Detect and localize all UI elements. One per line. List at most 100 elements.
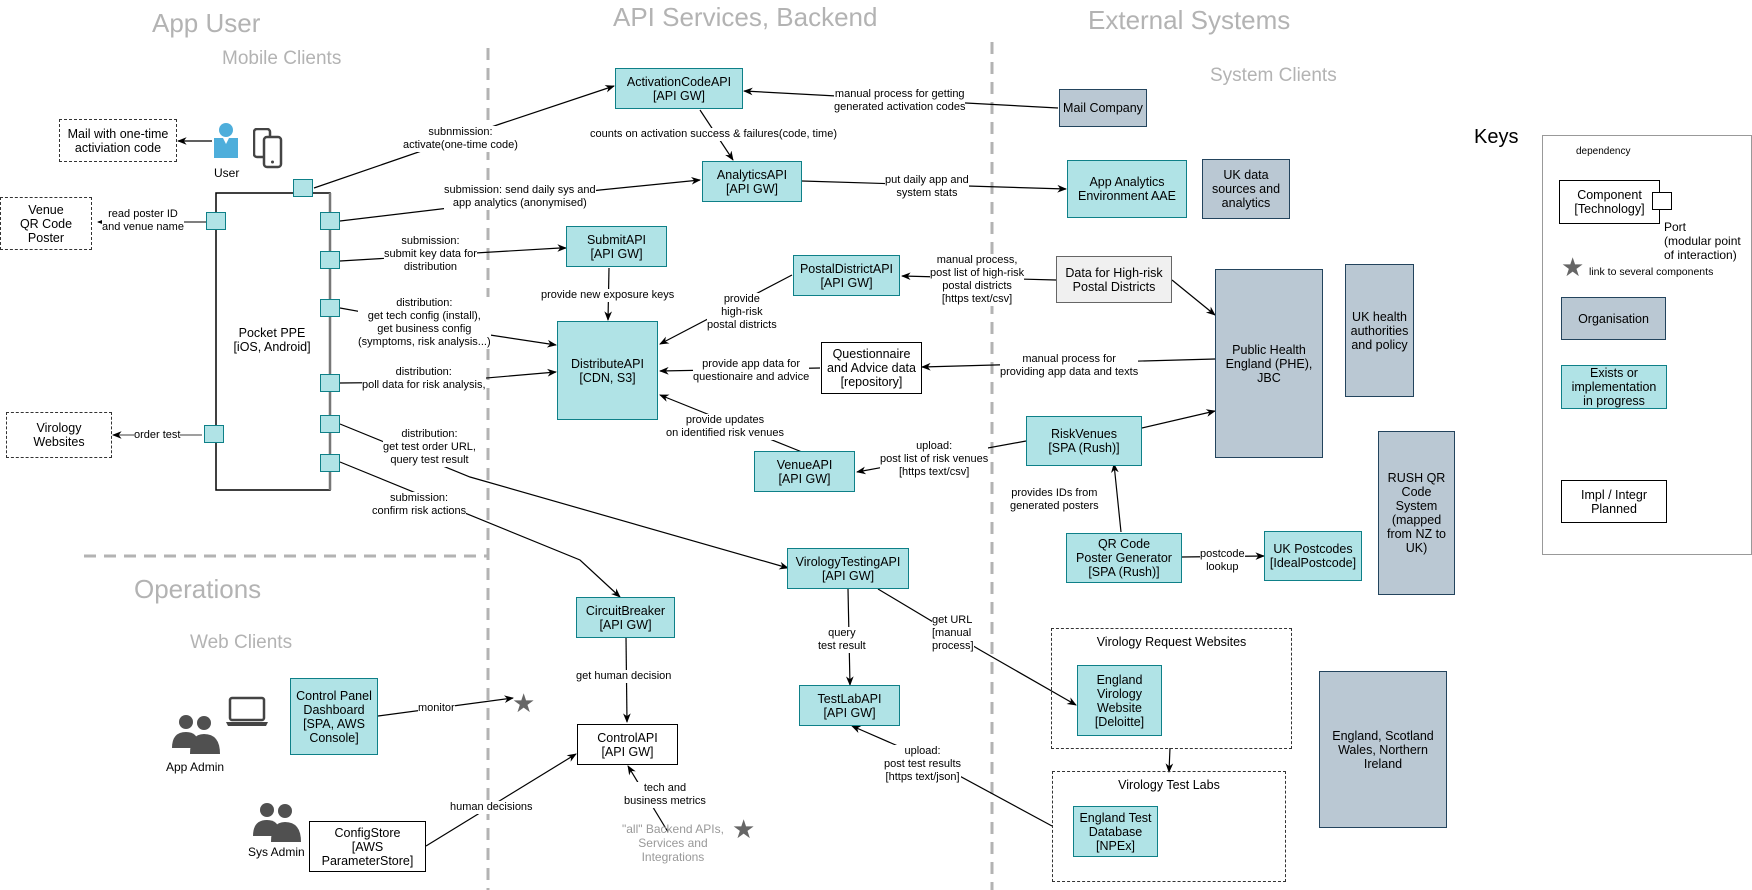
port-test-order <box>320 415 340 433</box>
venue-qr-poster: Venue QR Code Poster <box>0 197 92 250</box>
edge-label-confirm-risk: submission: confirm risk actions <box>372 492 467 518</box>
edge-label-new-keys: provide new exposure keys <box>541 289 675 302</box>
edge-label-order-test: order test <box>134 429 181 442</box>
key-port <box>1652 192 1672 210</box>
pocket-ppe-app[interactable]: Pocket PPE [iOS, Android] <box>233 326 311 354</box>
circuit-breaker[interactable]: CircuitBreaker [API GW] <box>576 597 675 638</box>
uk-postcodes: UK Postcodes [IdealPostcode] <box>1264 531 1362 581</box>
edge-label-submit-keys: submission: submit key data for distribu… <box>384 235 477 274</box>
edge-label-metrics: tech and business metrics <box>624 782 706 808</box>
sys-admin-icon <box>253 803 301 842</box>
user-label: User <box>214 166 240 180</box>
app-admin-icon <box>172 715 220 754</box>
edge-label-get-url: get URL [manual process] <box>932 614 974 653</box>
high-risk-postal-data: Data for High-risk Postal Districts <box>1056 256 1172 303</box>
user-icon <box>214 123 238 158</box>
questionnaire-advice-data[interactable]: Questionnaire and Advice data [repositor… <box>821 342 922 394</box>
uk-health-authorities: UK health authorities and policy <box>1345 264 1414 397</box>
edge-label-put-stats: put daily app and system stats <box>885 174 969 200</box>
venue-api[interactable]: VenueAPI [API GW] <box>754 451 855 492</box>
edge-label-human-decision: get human decision <box>576 670 672 683</box>
section-external-systems: External Systems <box>1088 5 1291 35</box>
mail-company: Mail Company <box>1059 89 1147 127</box>
port-config <box>320 299 340 317</box>
star-link-icon-monitor: ★ <box>512 688 536 718</box>
edge-label-send-analytics: submission: send daily sys and app analy… <box>444 184 596 210</box>
virology-request-websites-group: Virology Request Websites <box>1051 628 1292 749</box>
activation-code-api[interactable]: ActivationCodeAPI [API GW] <box>615 68 743 109</box>
edge-label-phe-manual: manual process for providing app data an… <box>1000 353 1139 379</box>
section-api-backend: API Services, Backend <box>613 2 878 32</box>
key-organisation: Organisation <box>1561 297 1666 340</box>
section-system-clients: System Clients <box>1210 65 1337 86</box>
port-analytics <box>320 212 340 230</box>
key-port-label: Port (modular point of interaction) <box>1664 220 1741 262</box>
edge-label-postal-manual: manual process, post list of high-risk p… <box>930 254 1025 306</box>
edge-label-monitor: monitor <box>418 702 455 715</box>
test-lab-api[interactable]: TestLabAPI [API GW] <box>799 685 900 726</box>
virology-test-labs-title: Virology Test Labs <box>1118 778 1220 792</box>
edge-label-get-config: distribution: get tech config (install),… <box>358 297 491 349</box>
virology-request-websites-title: Virology Request Websites <box>1096 635 1247 649</box>
mail-one-time-code: Mail with one-time activiation code <box>59 119 177 162</box>
key-star-icon: ★ <box>1561 252 1585 282</box>
edge-label-counts-activation: counts on activation success & failures(… <box>590 128 838 141</box>
app-analytics-environment: App Analytics Environment AAE <box>1067 160 1187 218</box>
submit-api[interactable]: SubmitAPI [API GW] <box>566 226 667 267</box>
config-store[interactable]: ConfigStore [AWS ParameterStore] <box>309 821 426 872</box>
edge-label-upload-results: upload: post test results [https text/js… <box>884 745 962 784</box>
port-poll <box>320 374 340 392</box>
control-api[interactable]: ControlAPI [API GW] <box>577 724 678 765</box>
key-planned: Impl / Integr Planned <box>1561 480 1667 523</box>
edge-label-upload-venues: upload: post list of risk venues [https … <box>880 440 989 479</box>
star-link-icon: ★ <box>732 814 756 844</box>
section-web-clients: Web Clients <box>190 632 293 653</box>
analytics-api[interactable]: AnalyticsAPI [API GW] <box>702 161 802 202</box>
sys-admin-label: Sys Admin <box>248 845 305 859</box>
port-read-poster <box>206 212 226 230</box>
virology-test-labs-group: Virology Test Labs <box>1052 771 1286 882</box>
port-confirm-risk <box>320 454 340 472</box>
virology-testing-api[interactable]: VirologyTestingAPI [API GW] <box>787 548 909 589</box>
edge-label-poll-data: distribution: poll data for risk analysi… <box>362 366 486 392</box>
risk-venues: RiskVenues [SPA (Rush)] <box>1026 416 1142 466</box>
app-admin-label: App Admin <box>166 760 225 774</box>
edge-label-mail-process: manual process for getting generated act… <box>834 88 966 114</box>
port-activate <box>293 179 313 197</box>
edge-label-human-decisions: human decisions <box>450 801 533 814</box>
england-test-database: England Test Database [NPEx] <box>1073 806 1158 857</box>
key-exists: Exists or implementation in progress <box>1561 365 1667 409</box>
edge-label-activate: subnmission: activate(one-time code) <box>403 126 518 152</box>
edge-label-test-order: distribution: get test order URL, query … <box>383 428 476 467</box>
edge-label-risk-updates: provide updates on identified risk venue… <box>666 414 785 440</box>
uk-nations: England, Scotland Wales, Northern Irelan… <box>1319 671 1447 828</box>
section-operations: Operations <box>134 574 262 604</box>
section-app-user: App User <box>152 8 261 38</box>
laptop-icon <box>226 696 268 726</box>
virology-websites: Virology Websites <box>6 412 112 458</box>
public-health-england: Public Health England (PHE), JBC <box>1215 269 1323 458</box>
port-submit <box>320 251 340 269</box>
keys-title: Keys <box>1474 126 1519 148</box>
port-order-test <box>204 425 224 443</box>
postal-district-api[interactable]: PostalDistrictAPI [API GW] <box>793 255 900 296</box>
key-star-label: link to several components <box>1589 266 1714 278</box>
edge-label-postcode-lookup: postcode lookup <box>1200 548 1245 574</box>
england-virology-website: England Virology Website [Deloitte] <box>1077 665 1162 736</box>
rush-qr-code-system: RUSH QR Code System (mapped from NZ to U… <box>1378 431 1455 595</box>
qr-poster-generator: QR Code Poster Generator [SPA (Rush)] <box>1066 533 1182 583</box>
edge-label-read-poster: read poster ID and venue name <box>102 208 184 234</box>
edge-label-poster-ids: provides IDs from generated posters <box>1010 487 1099 513</box>
mobile-devices-icon <box>253 128 283 169</box>
key-component: Component [Technology] <box>1559 180 1660 224</box>
uk-data-sources: UK data sources and analytics <box>1202 159 1290 219</box>
all-backend-apis: "all" Backend APIs, Services and Integra… <box>622 822 724 864</box>
section-mobile-clients: Mobile Clients <box>222 48 342 69</box>
control-panel-dashboard[interactable]: Control Panel Dashboard [SPA, AWS Consol… <box>290 678 378 755</box>
key-dependency-label: dependency <box>1576 146 1631 157</box>
edge-label-query-result: query test result <box>818 627 866 653</box>
edge-label-app-data: provide app data for questionaire and ad… <box>693 358 810 384</box>
distribute-api[interactable]: DistributeAPI [CDN, S3] <box>557 321 658 420</box>
edge-label-high-risk: provide high-risk postal districts <box>707 293 777 332</box>
